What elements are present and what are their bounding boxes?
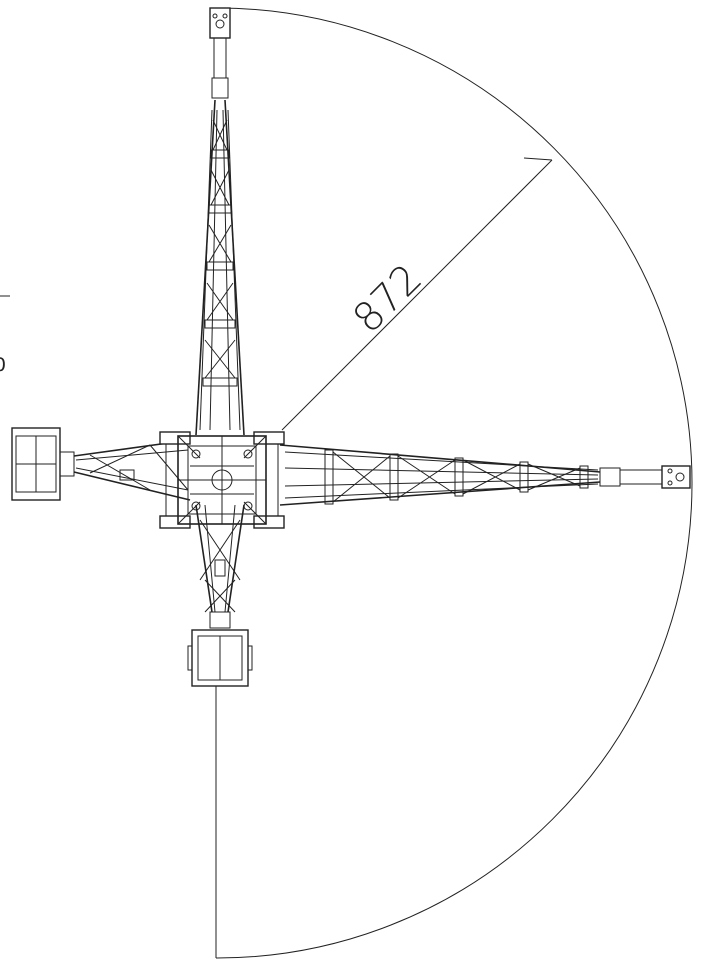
upper-boom-tip xyxy=(209,7,231,39)
central-hub xyxy=(159,431,285,529)
radius-dimension-tick xyxy=(523,157,553,161)
radius-dimension-line xyxy=(281,159,553,431)
working-radius-arc xyxy=(215,7,693,959)
left-edge-fragment: 0 xyxy=(0,354,6,376)
lower-boom xyxy=(187,504,253,687)
left-boom xyxy=(11,427,191,501)
upper-boom xyxy=(195,7,245,436)
radius-dimension-label: 872 xyxy=(345,256,432,343)
right-boom xyxy=(279,444,691,506)
